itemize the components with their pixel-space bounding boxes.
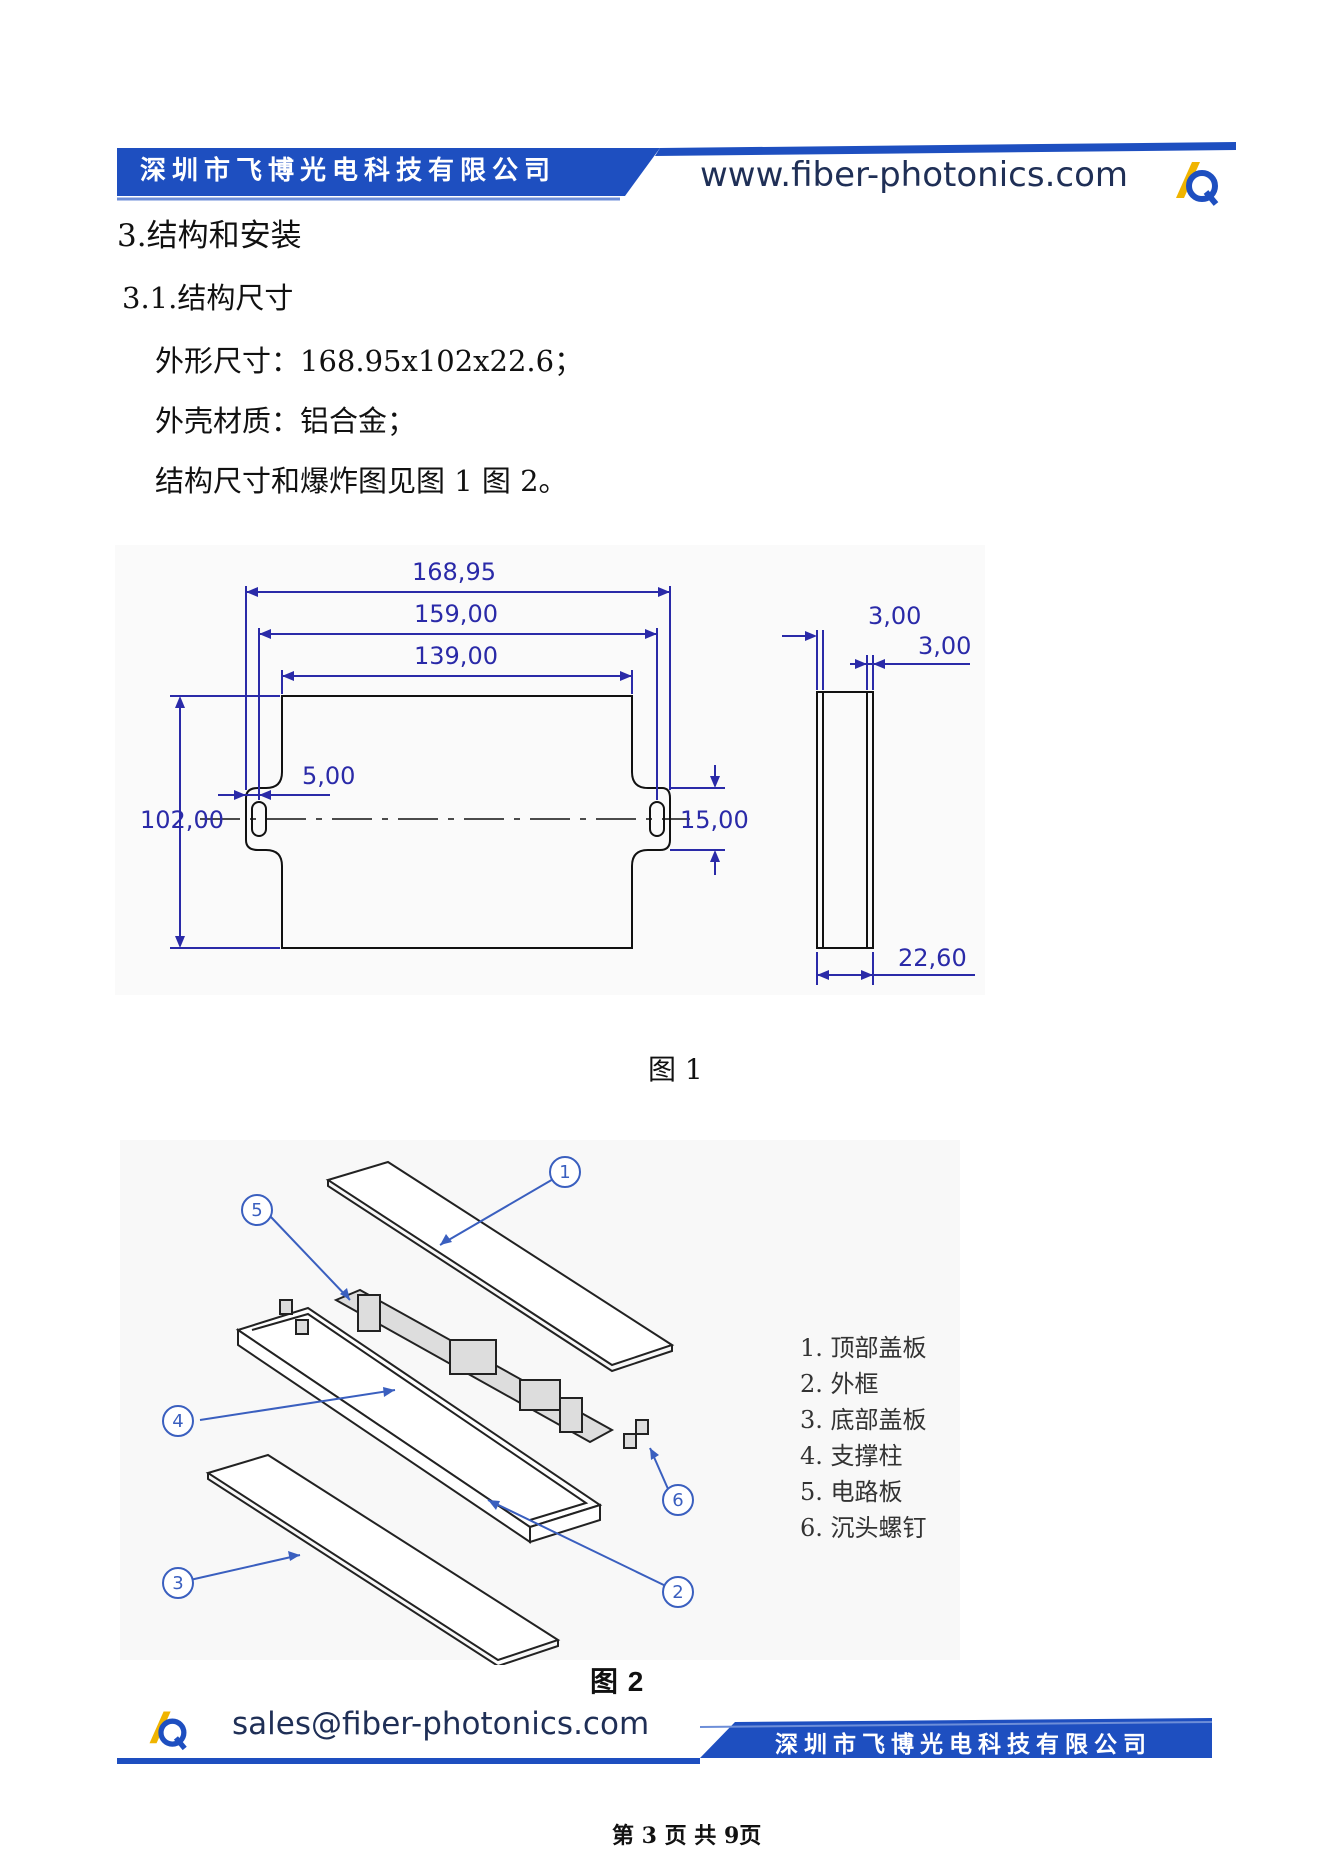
dim-slot-length: 15,00: [680, 806, 749, 834]
callout-6: 6: [672, 1490, 683, 1511]
dim-overall-width: 168,95: [412, 558, 496, 586]
dim-thickness: 22,60: [898, 944, 967, 972]
figure2-caption-number: 2: [627, 1666, 644, 1697]
dim-wall-2: 3,00: [918, 632, 971, 660]
dim-wall-1: 3,00: [868, 602, 921, 630]
dim-height: 102,00: [140, 806, 224, 834]
dim-slot-width: 5,00: [302, 762, 355, 790]
figure2-caption: 图 2: [590, 1660, 643, 1700]
header-website: www.fiber-photonics.com: [700, 155, 1128, 195]
figure2-caption-prefix: 图: [590, 1665, 619, 1698]
page-number: 第 3 页 共 9页: [612, 1823, 762, 1849]
footer-logo-icon: [149, 1711, 187, 1751]
legend-item-circuit-board: 5. 电路板: [800, 1478, 903, 1506]
callout-4: 4: [172, 1411, 183, 1432]
figure2-exploded-view: 1 2 3 4 5 6: [120, 1140, 960, 1665]
figure1-caption: 图 1: [648, 1053, 703, 1086]
footer-email: sales@fiber-photonics.com: [232, 1706, 650, 1742]
dim-body-width: 139,00: [414, 642, 498, 670]
figure1-dimension-drawing: 168,95 159,00 139,00 5,00 102,00 15,00 3…: [115, 545, 985, 995]
legend-item-standoff: 4. 支撑柱: [800, 1442, 903, 1470]
subsection-title: 3.1.结构尺寸: [122, 281, 294, 315]
legend-item-frame: 2. 外框: [800, 1370, 879, 1398]
callout-1: 1: [559, 1162, 570, 1183]
legend-item-bottom-cover: 3. 底部盖板: [800, 1406, 927, 1434]
footer-company-name: 深圳市飞博光电科技有限公司: [775, 1731, 1152, 1758]
callout-5: 5: [251, 1200, 262, 1221]
callout-3: 3: [172, 1573, 183, 1594]
spec-dimensions: 外形尺寸：168.95x102x22.6；: [155, 344, 584, 378]
header-company-name: 深圳市飞博光电科技有限公司: [140, 156, 557, 186]
company-logo-icon: [1176, 162, 1219, 206]
footer-banner-graphic: [117, 1718, 1213, 1764]
legend-item-top-cover: 1. 顶部盖板: [800, 1334, 927, 1362]
header-banner-graphic: [117, 142, 1236, 201]
spec-figure-reference: 结构尺寸和爆炸图见图 1 图 2。: [155, 464, 568, 498]
section-title: 3.结构和安装: [117, 218, 302, 254]
dim-hole-spacing: 159,00: [414, 600, 498, 628]
figure2-legend: 1. 顶部盖板 2. 外框 3. 底部盖板 4. 支撑柱 5. 电路板 6. 沉…: [800, 1330, 927, 1546]
spec-material: 外壳材质：铝合金；: [155, 404, 417, 438]
legend-item-countersunk-screw: 6. 沉头螺钉: [800, 1514, 927, 1542]
callout-2: 2: [672, 1582, 683, 1603]
